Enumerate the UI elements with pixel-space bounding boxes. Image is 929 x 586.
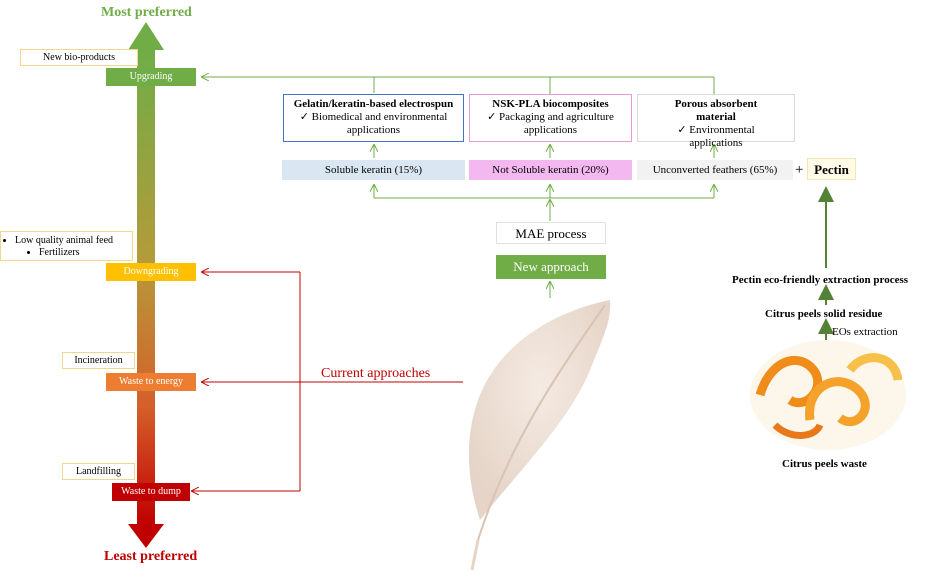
product-nsk-pla-detail: ✓ Packaging and agriculture applications: [487, 111, 614, 136]
citrus-residue-label: Citrus peels solid residue: [765, 308, 883, 320]
note-incineration: Incineration: [62, 352, 135, 369]
note-animal-feed: Low quality animal feed: [15, 235, 132, 247]
note-landfilling: Landfilling: [62, 463, 135, 480]
product-porous-title: Porous absorbent material: [674, 98, 758, 123]
product-electrospun-detail: ✓ Biomedical and environmental applicati…: [299, 111, 448, 136]
fraction-soluble-keratin: Soluble keratin (15%): [282, 160, 465, 180]
citrus-waste-label: Citrus peels waste: [782, 458, 867, 470]
fraction-unconverted-feathers: Unconverted feathers (65%): [637, 160, 793, 180]
pectin-extraction-label: Pectin eco-friendly extraction process: [732, 274, 909, 286]
product-nsk-pla: NSK-PLA biocomposites ✓ Packaging and ag…: [469, 94, 632, 142]
feather-image: [468, 300, 611, 571]
product-porous-detail: ✓ Environmental applications: [677, 124, 755, 149]
mae-process-box: MAE process: [496, 222, 606, 244]
stage-upgrading: Upgrading: [106, 68, 196, 86]
note-downgrading: Low quality animal feed Fertilizers: [0, 231, 133, 261]
product-electrospun: Gelatin/keratin-based electrospun ✓ Biom…: [283, 94, 464, 142]
product-porous: Porous absorbent material ✓ Environmenta…: [637, 94, 795, 149]
fraction-not-soluble-keratin: Not Soluble keratin (20%): [469, 160, 632, 180]
eos-extraction-label: EOs extraction: [832, 326, 898, 338]
plus-sign: +: [795, 162, 804, 178]
citrus-peels-image: [750, 340, 906, 450]
product-nsk-pla-title: NSK-PLA biocomposites: [492, 98, 609, 110]
product-electrospun-title: Gelatin/keratin-based electrospun: [293, 98, 454, 110]
pectin-box: Pectin: [807, 158, 856, 180]
new-approach-box: New approach: [496, 255, 606, 279]
most-preferred-label: Most preferred: [101, 5, 192, 20]
current-approaches-label: Current approaches: [321, 366, 431, 381]
stage-waste-to-energy: Waste to energy: [106, 373, 196, 391]
note-new-bio-products: New bio-products: [20, 49, 138, 66]
least-preferred-label: Least preferred: [104, 549, 198, 564]
note-fertilizers: Fertilizers: [39, 247, 132, 259]
stage-waste-to-dump: Waste to dump: [112, 483, 190, 501]
preference-arrow: [128, 22, 164, 548]
stage-downgrading: Downgrading: [106, 263, 196, 281]
